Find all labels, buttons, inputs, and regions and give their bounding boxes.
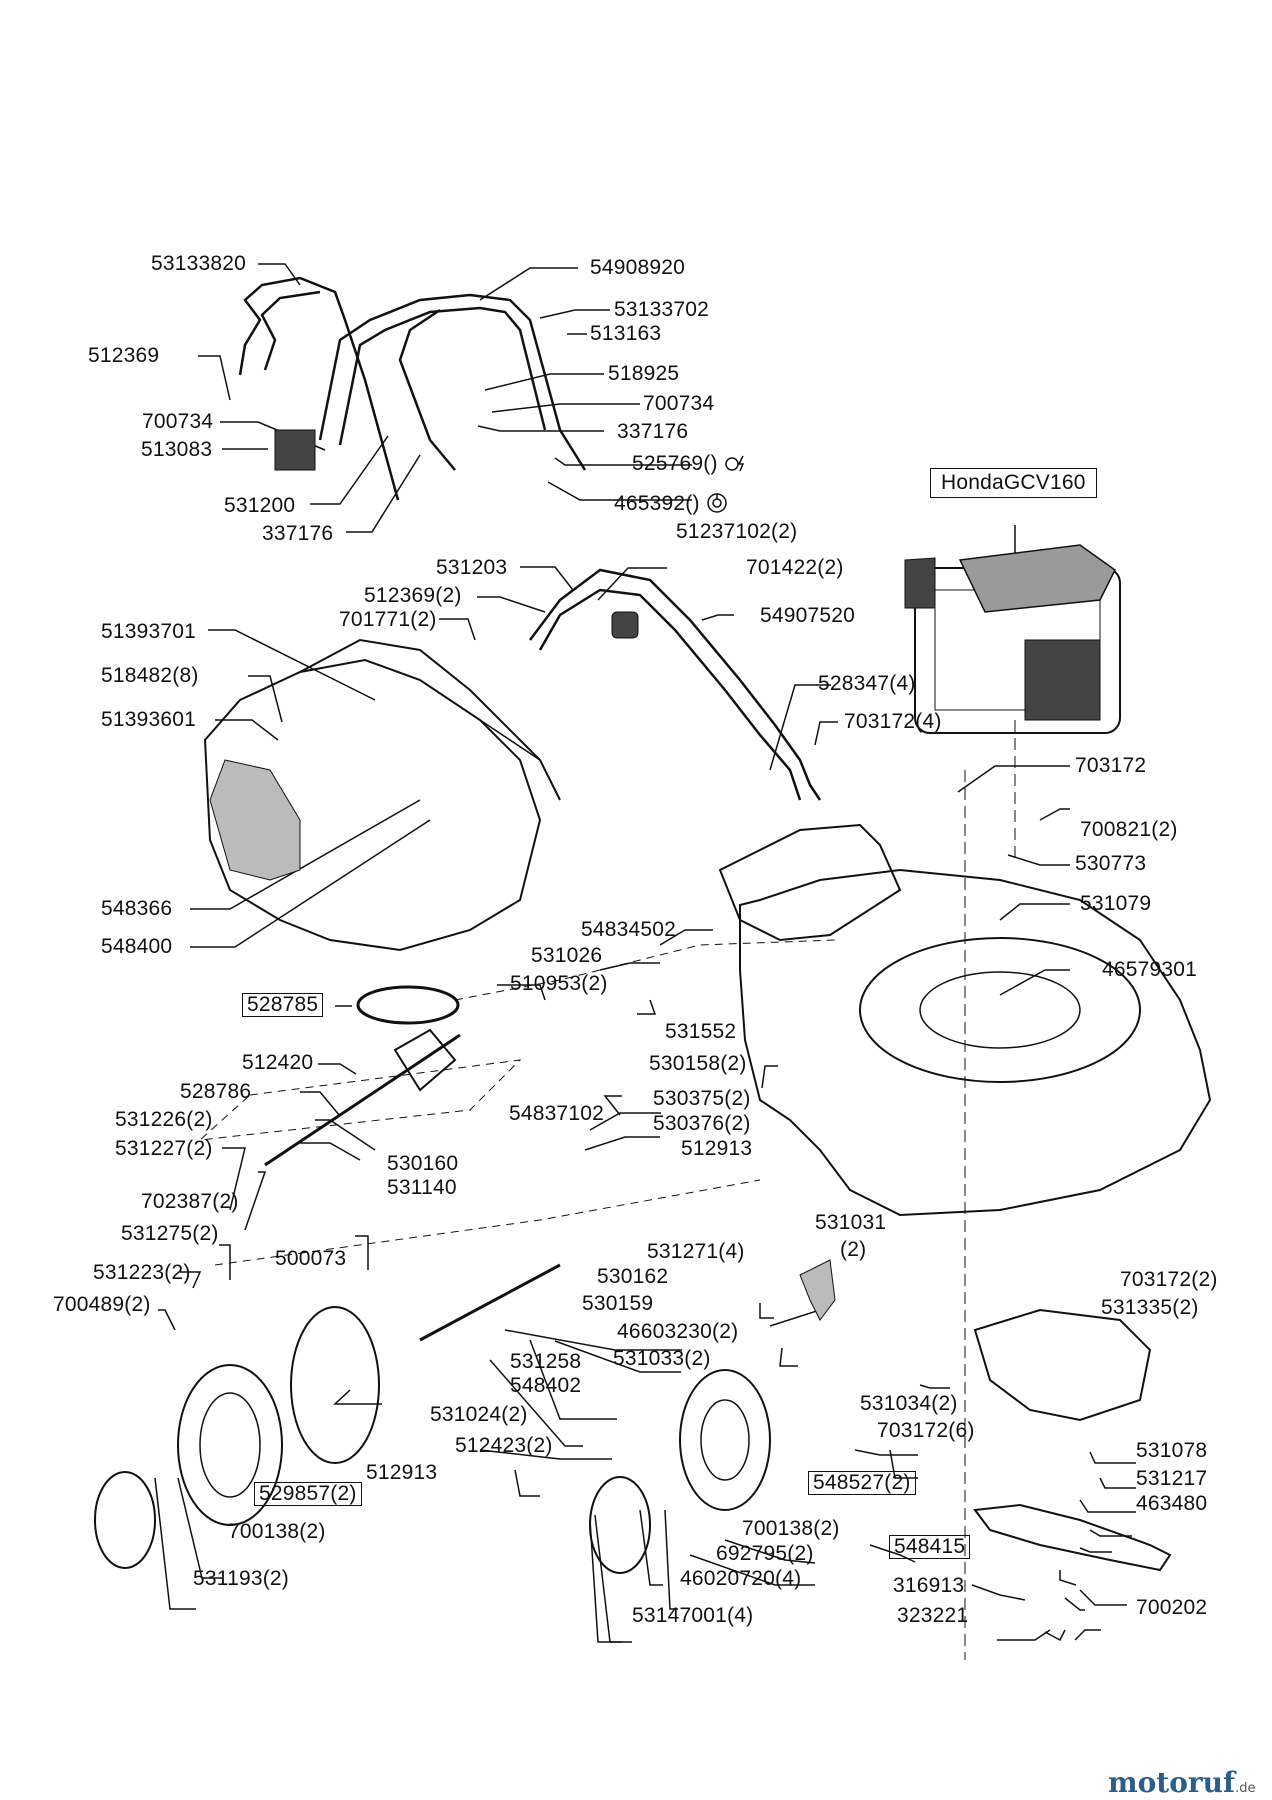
part-label: 702387(2) [141, 1190, 239, 1213]
part-label: 512913 [681, 1137, 753, 1160]
part-label: 531203 [436, 556, 508, 579]
part-label: 51393601 [101, 708, 197, 731]
part-label: 53133820 [151, 252, 247, 275]
part-label: 531217 [1136, 1467, 1208, 1490]
part-label: 531258 [510, 1350, 582, 1373]
part-number-text: 525769() [632, 452, 718, 475]
watermark-domain: .de [1235, 1781, 1256, 1796]
part-label: 548402 [510, 1374, 582, 1397]
engine-model-label: HondaGCV160 [930, 468, 1097, 498]
part-label: 700138(2) [742, 1517, 840, 1540]
part-label: 531223(2) [93, 1261, 191, 1284]
part-label: 512420 [242, 1051, 314, 1074]
part-label: 530158(2) [649, 1052, 747, 1075]
part-label: 513083 [141, 438, 213, 461]
part-label: 700734 [142, 410, 214, 433]
part-label: 510953(2) [510, 972, 608, 995]
part-label: (2) [840, 1238, 867, 1261]
part-label: 531227(2) [115, 1137, 213, 1160]
part-label: 530160 [387, 1152, 459, 1175]
part-label: 513163 [590, 322, 662, 345]
part-label: 531193(2) [193, 1567, 289, 1590]
part-label: 512913 [366, 1461, 438, 1484]
part-label: 337176 [262, 522, 334, 545]
part-label: 512369 [88, 344, 160, 367]
part-label-boxed: 528785 [242, 993, 324, 1017]
part-label: 54908920 [590, 256, 686, 279]
part-label: 53133702 [614, 298, 710, 321]
part-label: 512423(2) [455, 1434, 553, 1457]
part-label: 518925 [608, 362, 680, 385]
part-label: 530773 [1075, 852, 1147, 875]
part-label: 323221 [897, 1604, 969, 1627]
part-label: 700734 [643, 392, 715, 415]
part-label: 512369(2) [364, 584, 462, 607]
part-label: 703172(4) [844, 710, 942, 733]
part-label: 531034(2) [860, 1392, 958, 1415]
part-label: 528347(4) [818, 672, 916, 695]
part-label: 518482(8) [101, 664, 199, 687]
part-label: 531026 [531, 944, 603, 967]
part-label: 700489(2) [53, 1293, 151, 1316]
part-label-boxed: 529857(2) [254, 1482, 362, 1506]
watermark-text: motoruf [1108, 1766, 1236, 1799]
drive-clutch-icon [706, 493, 727, 513]
part-label: 531140 [387, 1176, 457, 1199]
part-label: 463480 [1136, 1492, 1208, 1515]
part-label: 548366 [101, 897, 173, 920]
part-label: 531552 [665, 1020, 737, 1043]
engine-stop-icon [724, 455, 744, 472]
part-label: 531024(2) [430, 1403, 528, 1426]
part-label: 46020720(4) [680, 1567, 802, 1590]
part-label: 531033(2) [613, 1347, 711, 1370]
part-label: 530159 [582, 1292, 654, 1315]
part-label: 548400 [101, 935, 173, 958]
part-label: 701771(2) [339, 608, 437, 631]
part-number-text: 465392() [614, 492, 700, 515]
part-label: 528786 [180, 1080, 252, 1103]
part-label: 701422(2) [746, 556, 844, 579]
part-label: 54837102 [509, 1102, 605, 1125]
part-label: 700821(2) [1080, 818, 1178, 841]
part-label: 53147001(4) [632, 1604, 754, 1627]
part-label: 531226(2) [115, 1108, 213, 1131]
part-label: 530375(2) [653, 1087, 751, 1110]
part-label: 500073 [275, 1247, 347, 1270]
part-label: 54834502 [581, 918, 677, 941]
part-label: 525769() [632, 452, 750, 476]
part-label: 46579301 [1102, 958, 1198, 981]
part-label: 700202 [1136, 1596, 1208, 1619]
part-label: 465392() [614, 492, 728, 516]
part-label-boxed: 548527(2) [808, 1471, 916, 1495]
part-label: 692795(2) [716, 1542, 814, 1565]
part-label: 700138(2) [228, 1520, 326, 1543]
part-label: 531031 [815, 1211, 887, 1234]
watermark-logo: motoruf.de [1108, 1766, 1255, 1799]
part-label: 703172 [1075, 754, 1147, 777]
part-label: 531200 [224, 494, 296, 517]
part-label: 703172(6) [877, 1419, 975, 1442]
part-label: 531275(2) [121, 1222, 219, 1245]
part-label: 531271(4) [647, 1240, 745, 1263]
part-label: 530162 [597, 1265, 669, 1288]
part-label: 316913 [893, 1574, 965, 1597]
part-label: 337176 [617, 420, 689, 443]
part-label: 54907520 [760, 604, 856, 627]
part-label: 531079 [1080, 892, 1152, 915]
part-label: 46603230(2) [617, 1320, 739, 1343]
part-label: 51237102(2) [676, 520, 798, 543]
part-label: 531335(2) [1101, 1296, 1199, 1319]
part-label-boxed: 548415 [889, 1535, 971, 1559]
part-label: 530376(2) [653, 1112, 751, 1135]
part-label: 703172(2) [1120, 1268, 1218, 1291]
part-label: 51393701 [101, 620, 197, 643]
part-label: 531078 [1136, 1439, 1208, 1462]
